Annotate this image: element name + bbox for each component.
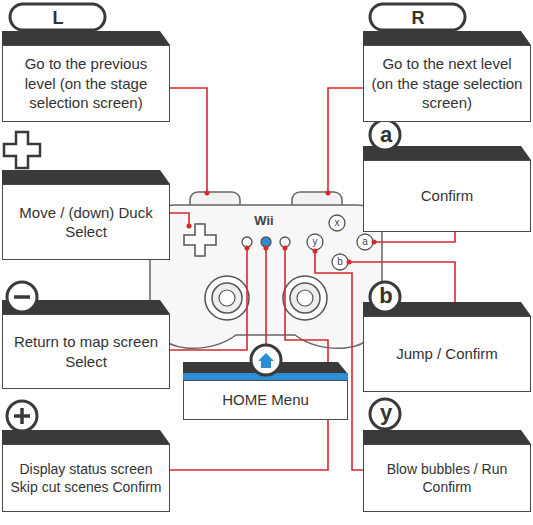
callout-box: RGo to the next level (on the stage sele… xyxy=(363,45,531,122)
a-tab xyxy=(370,120,400,150)
leader-line xyxy=(374,232,455,242)
leader-line xyxy=(170,248,328,470)
leader-line xyxy=(170,88,207,193)
a-button xyxy=(357,234,373,250)
leader-dots xyxy=(187,191,377,265)
function-text: Jump / Confirm xyxy=(390,340,504,368)
header-bar xyxy=(2,430,170,444)
button-label: b xyxy=(337,257,343,267)
leader-lines xyxy=(170,88,455,470)
button-letter: b xyxy=(379,285,392,307)
left-stick xyxy=(205,276,249,320)
callout-box: Move / (down) Duck Select xyxy=(2,184,170,260)
callout-box: aConfirm xyxy=(363,160,531,232)
function-text: Return to map screen Select xyxy=(3,328,169,375)
l-tab xyxy=(10,4,105,30)
home-icon xyxy=(251,345,281,375)
x-button xyxy=(329,215,345,231)
function-text: Blow bubbles / Run Confirm xyxy=(364,456,530,500)
leader-line xyxy=(315,251,363,470)
b-tab xyxy=(370,282,400,312)
function-text: Go to the previous level (on the stage s… xyxy=(3,50,169,117)
header-bar xyxy=(2,31,170,45)
leader-line xyxy=(170,213,189,226)
dpad-icon xyxy=(4,132,40,168)
y-button xyxy=(307,234,323,250)
leader-line xyxy=(265,248,267,347)
header-bar xyxy=(2,170,170,184)
minus-sign xyxy=(14,295,30,299)
house-symbol xyxy=(258,353,274,368)
minus-icon xyxy=(7,282,37,312)
leader-line xyxy=(170,248,247,350)
callout-box: HOME Menu xyxy=(183,380,348,420)
button-letter: y xyxy=(380,402,392,424)
function-text: Display status screen Skip cut scenes Co… xyxy=(3,456,169,500)
r-tab xyxy=(370,4,465,30)
function-text: HOME Menu xyxy=(216,386,315,414)
leader-line xyxy=(328,88,363,193)
brand-logo: Wii xyxy=(254,214,273,227)
header-bar xyxy=(363,31,531,45)
b-button xyxy=(332,254,348,270)
y-tab xyxy=(370,399,400,429)
controller xyxy=(150,192,382,348)
button-letter: R xyxy=(412,9,425,27)
plus-icon xyxy=(7,401,37,431)
button-letter: a xyxy=(380,124,392,146)
callout-box: LGo to the previous level (on the stage … xyxy=(2,45,170,122)
button-label: a xyxy=(362,237,368,247)
button-label: y xyxy=(313,237,318,247)
button-label: x xyxy=(335,218,340,228)
dpad xyxy=(184,224,216,256)
callout-box: Display status screen Skip cut scenes Co… xyxy=(2,444,170,512)
function-text: Go to the next level (on the stage selec… xyxy=(364,50,530,117)
function-text: Confirm xyxy=(415,182,480,210)
callout-box: Return to map screen Select xyxy=(2,314,170,389)
controller-body xyxy=(150,205,382,348)
right-stick xyxy=(283,276,327,320)
header-bars xyxy=(2,31,531,444)
function-text: Move / (down) Duck Select xyxy=(3,199,169,246)
button-letter: L xyxy=(53,9,64,27)
callout-box: bJump / Confirm xyxy=(363,316,531,392)
plus-sign xyxy=(14,408,30,424)
header-bar xyxy=(363,430,531,444)
callout-box: yBlow bubbles / Run Confirm xyxy=(363,444,531,512)
